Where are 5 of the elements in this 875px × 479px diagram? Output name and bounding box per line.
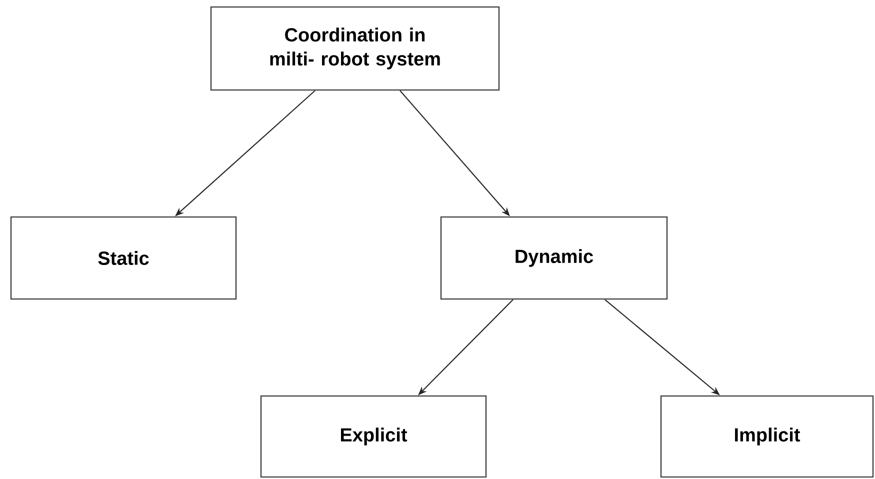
- category-box: Dynamic: [440, 216, 668, 300]
- title-box: Coordination in milti- robot system: [210, 6, 500, 91]
- category-box: Implicit: [660, 395, 874, 478]
- category-box: Static: [10, 216, 237, 300]
- category-box: Explicit: [260, 395, 487, 478]
